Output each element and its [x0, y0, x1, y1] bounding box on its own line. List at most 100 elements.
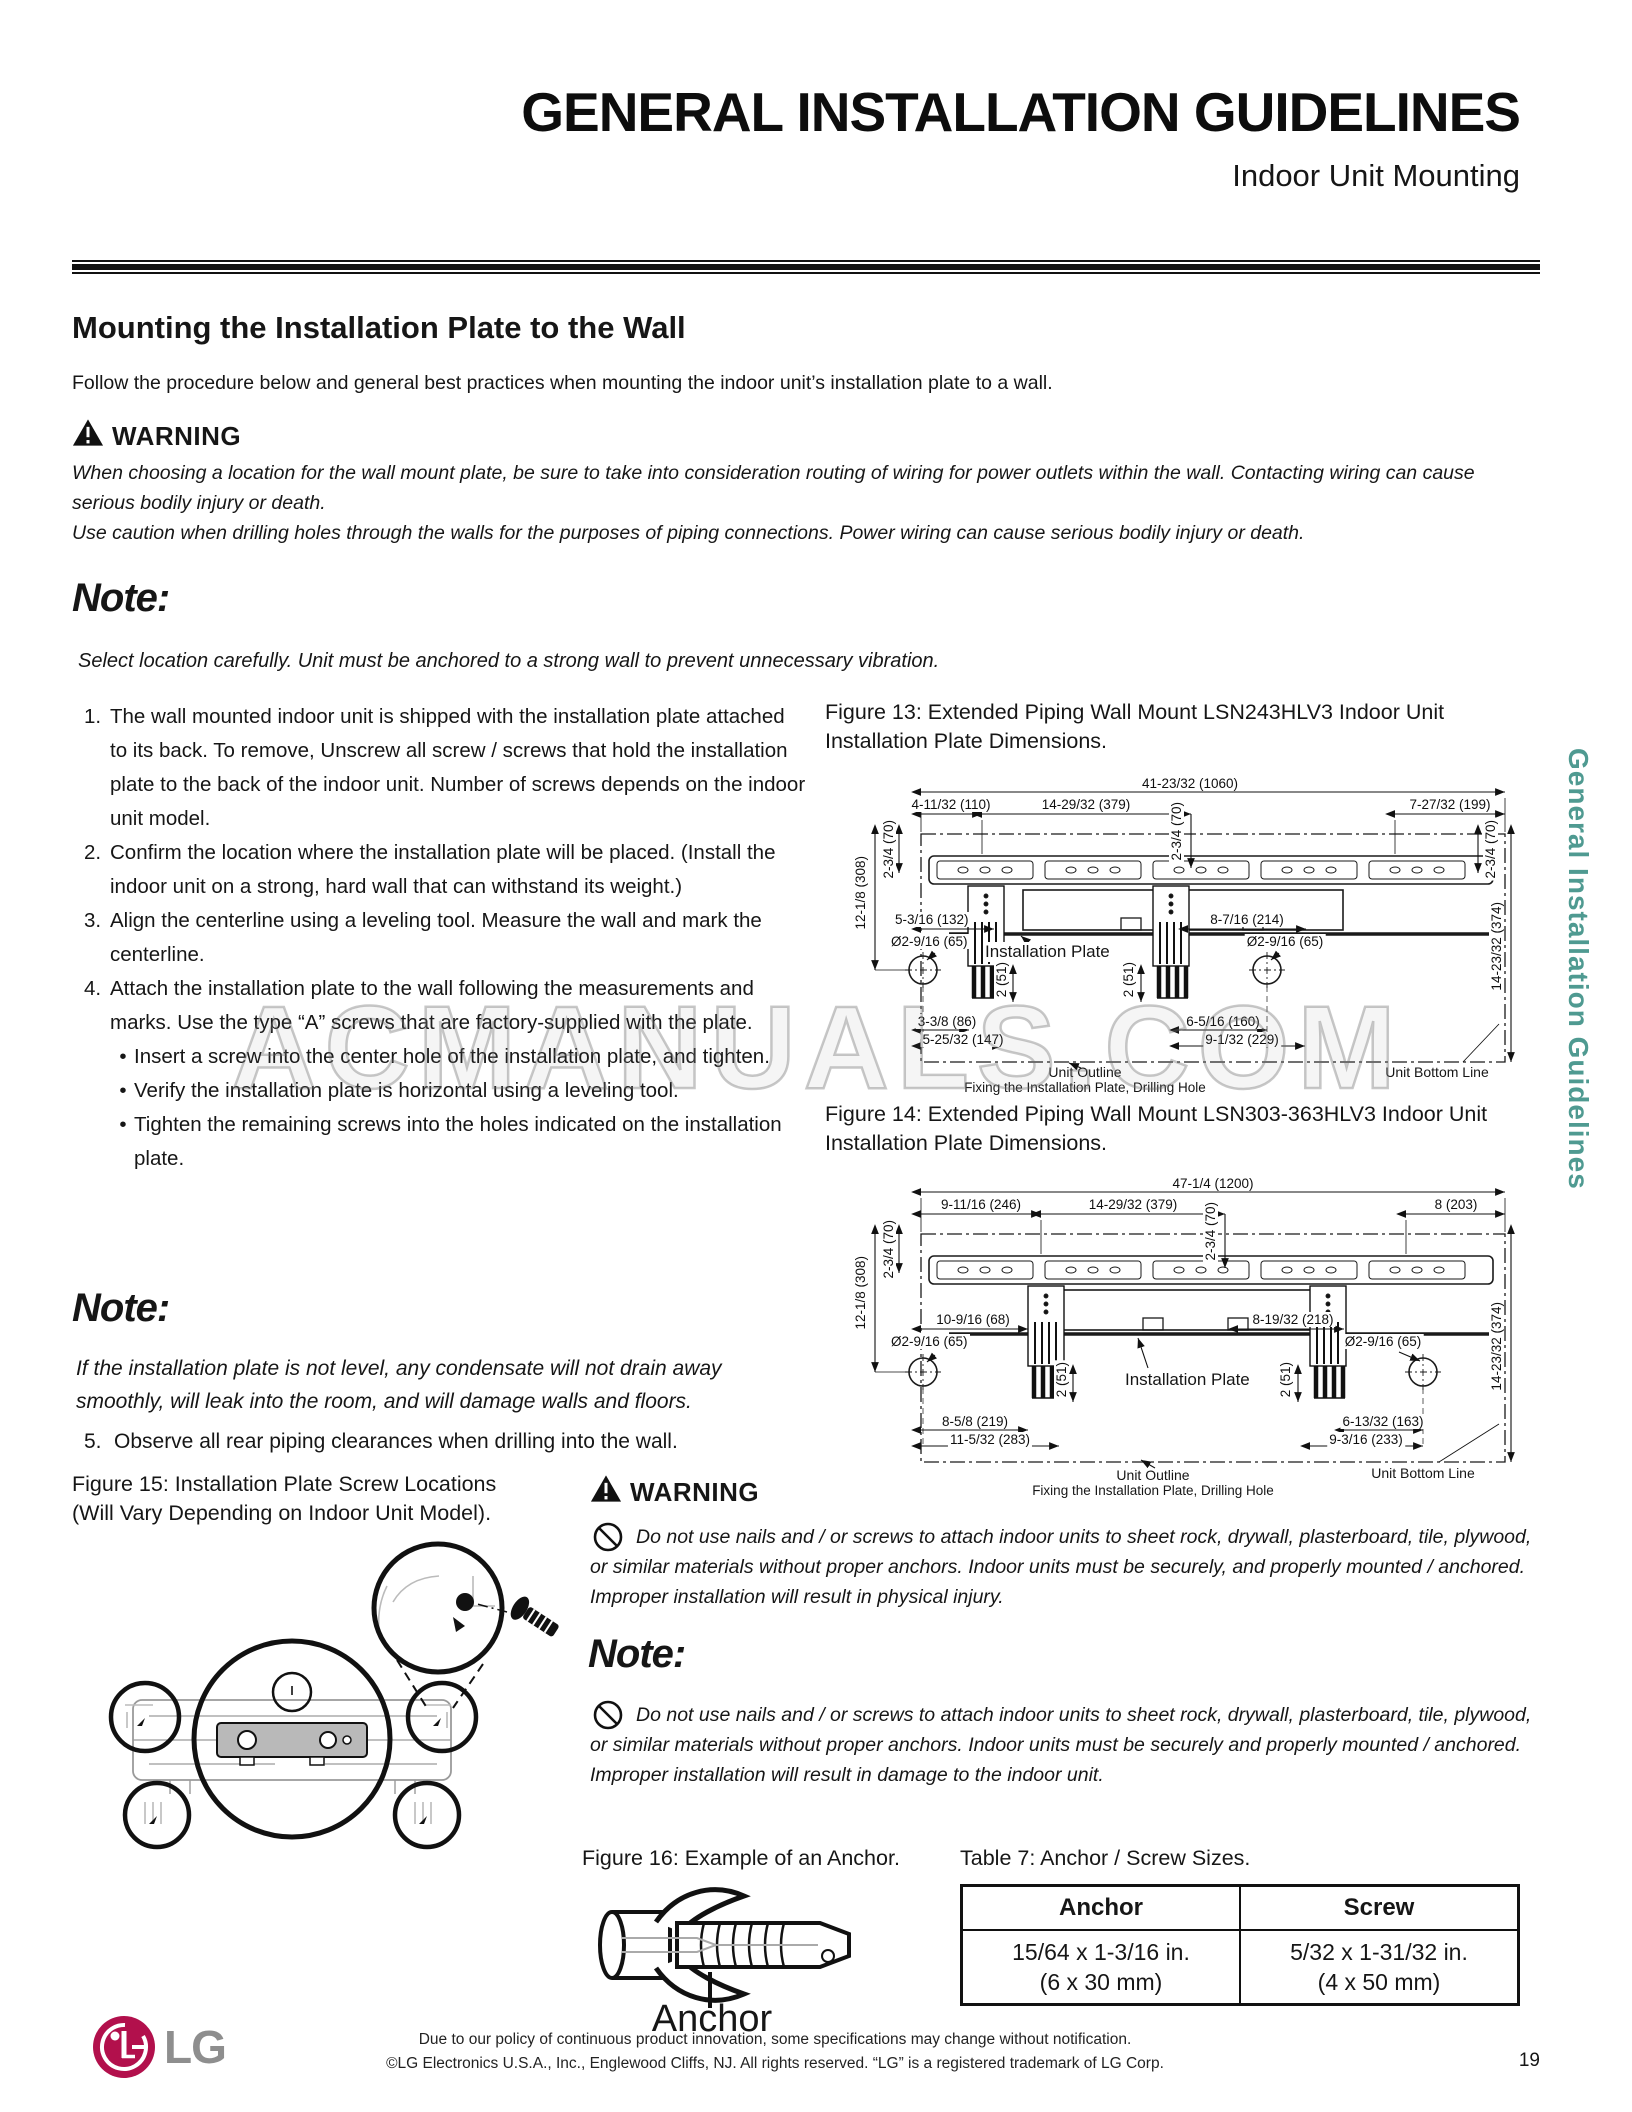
page-subtitle: Indoor Unit Mounting	[1232, 158, 1520, 193]
dim-label: 8-5/8 (219)	[939, 1414, 1011, 1429]
dim-label: 41-23/32 (1060)	[1139, 776, 1241, 791]
note-heading: Note:	[588, 1632, 686, 1676]
note-heading: Note:	[72, 576, 170, 620]
warning-triangle-icon	[590, 1474, 622, 1510]
cell-line: (4 x 50 mm)	[1317, 1969, 1441, 1995]
dim-label: 6-13/32 (163)	[1340, 1414, 1426, 1429]
item-text: Observe all rear piping clearances when …	[114, 1430, 678, 1453]
fixing-label: Fixing the Installation Plate, Drilling …	[964, 1080, 1206, 1095]
list-item: 1.The wall mounted indoor unit is shippe…	[84, 700, 806, 836]
anchor-label: Anchor	[651, 1998, 773, 2040]
item-text: Insert a screw into the center hole of t…	[134, 1045, 770, 1068]
item-text: Align the centerline using a leveling to…	[110, 909, 762, 966]
footer-line: Due to our policy of continuous product …	[418, 2031, 1132, 2048]
dim-label: 7-27/32 (199)	[1407, 797, 1493, 812]
plate-label: Installation Plate	[983, 942, 1112, 962]
figure16-diagram	[582, 1880, 882, 2010]
item-number: 2.	[84, 841, 102, 864]
warning-triangle-icon	[72, 418, 104, 454]
warning-text: Do not use nails and / or screws to atta…	[590, 1526, 1532, 1608]
unit-outline-label: Unit Outline	[1116, 1467, 1190, 1483]
warning-paragraph: When choosing a location for the wall mo…	[72, 462, 1475, 514]
warning-label: WARNING	[112, 420, 242, 451]
warning-text: When choosing a location for the wall mo…	[72, 458, 1524, 548]
footer-legal: Due to our policy of continuous product …	[300, 2028, 1250, 2076]
chapter-sidebar-label: General Installation Guidelines	[1563, 748, 1594, 1190]
caption-line: (Will Vary Depending on Indoor Unit Mode…	[72, 1501, 492, 1525]
unit-bottom-line-label: Unit Bottom Line	[1371, 1465, 1475, 1481]
note-text: If the installation plate is not level, …	[76, 1357, 722, 1413]
dim-label: 4-11/32 (110)	[909, 797, 993, 812]
dim-label: 14-23/32 (374)	[1489, 900, 1504, 993]
dim-label: 8-19/32 (218)	[1250, 1312, 1336, 1327]
section-intro: Follow the procedure below and general b…	[72, 372, 1053, 394]
page-number: 19	[1518, 2050, 1540, 2071]
dim-label: 2 (51)	[994, 960, 1009, 1000]
list-item-bullet: • Verify the installation plate is horizo…	[84, 1074, 806, 1108]
fixing-label: Fixing the Installation Plate, Drilling …	[1032, 1483, 1274, 1498]
warning-label: WARNING	[630, 1476, 760, 1507]
cell-line: 5/32 x 1-31/32 in.	[1290, 1939, 1468, 1965]
dim-label: 2-3/4 (70)	[881, 1218, 896, 1281]
lg-logo-icon	[93, 2016, 155, 2078]
dim-label: 5-25/32 (147)	[920, 1032, 1006, 1047]
dim-label: 3-3/8 (86)	[915, 1014, 979, 1029]
figure15-caption: Figure 15: Installation Plate Screw Loca…	[72, 1470, 592, 1528]
cell-line: 15/64 x 1-3/16 in.	[1012, 1939, 1190, 1965]
figure15-diagram	[75, 1540, 575, 1870]
dim-label: 5-3/16 (132)	[893, 912, 971, 927]
prohibition-icon	[592, 1699, 624, 1736]
warning-paragraph: Use caution when drilling holes through …	[72, 522, 1305, 544]
lg-logo: LG	[90, 2012, 227, 2082]
header-rule	[72, 260, 1540, 274]
dim-label: 47-1/4 (1200)	[1170, 1176, 1256, 1191]
dim-label: 14-23/32 (374)	[1489, 1300, 1504, 1393]
list-item: 5. Observe all rear piping clearances wh…	[84, 1430, 806, 1454]
plate-label: Installation Plate	[1123, 1370, 1252, 1390]
dim-label: 9-1/32 (229)	[1203, 1032, 1281, 1047]
list-item: 3.Align the centerline using a leveling …	[84, 904, 806, 972]
note-text: Select location carefully. Unit must be …	[78, 650, 940, 672]
note-text: Do not use nails and / or screws to atta…	[590, 1704, 1532, 1786]
dim-label: 9-11/16 (246)	[938, 1197, 1024, 1212]
dim-label: 9-3/16 (233)	[1327, 1432, 1405, 1447]
warning-heading: WARNING	[590, 1474, 759, 1510]
figure14-caption: Figure 14: Extended Piping Wall Mount LS…	[825, 1102, 1488, 1155]
table-header-screw: Screw	[1239, 1884, 1520, 1931]
list-item-bullet: • Insert a screw into the center hole of …	[84, 1040, 806, 1074]
note-heading: Note:	[72, 1286, 170, 1330]
screw-locations-illustration	[108, 1541, 559, 1850]
figure14-diagram: 47-1/4 (1200) 9-11/16 (246) 14-29/32 (37…	[823, 1162, 1523, 1498]
figure13-diagram: 41-23/32 (1060) 4-11/32 (110) 14-29/32 (…	[823, 762, 1523, 1097]
dim-label: 14-29/32 (379)	[1086, 1197, 1180, 1212]
dim-label: 2 (51)	[1054, 1360, 1069, 1400]
screw-size-cell: 5/32 x 1-31/32 in. (4 x 50 mm)	[1239, 1929, 1520, 2006]
item-number: 5.	[84, 1430, 102, 1453]
unit-bottom-line-label: Unit Bottom Line	[1385, 1064, 1489, 1080]
dim-label: 8 (203)	[1432, 1197, 1480, 1212]
page-title: GENERAL INSTALLATION GUIDELINES	[521, 81, 1521, 143]
dim-label: 2-3/4 (70)	[1169, 800, 1184, 863]
footer-line: ©LG Electronics U.S.A., Inc., Englewood …	[386, 2055, 1164, 2072]
dim-label: 10-9/16 (68)	[934, 1312, 1012, 1327]
item-number: 4.	[84, 977, 102, 1000]
lg-logo-text: LG	[164, 2021, 227, 2073]
section-title: Mounting the Installation Plate to the W…	[72, 310, 686, 345]
table-row: 15/64 x 1-3/16 in. (6 x 30 mm) 5/32 x 1-…	[960, 1929, 1520, 2006]
bullet-glyph: •	[119, 1045, 127, 1068]
dim-label: 2-3/4 (70)	[1203, 1200, 1218, 1263]
bullet-glyph: •	[119, 1079, 127, 1102]
list-item: 2.Confirm the location where the install…	[84, 836, 806, 904]
cell-line: (6 x 30 mm)	[1039, 1969, 1163, 1995]
list-item: 4.Attach the installation plate to the w…	[84, 972, 806, 1040]
dim-label: 8-7/16 (214)	[1208, 912, 1286, 927]
figure16-caption: Figure 16: Example of an Anchor.	[582, 1846, 900, 1870]
dim-label: 2 (51)	[1121, 960, 1136, 1000]
dim-label: Ø2-9/16 (65)	[889, 934, 970, 949]
table7-caption: Table 7: Anchor / Screw Sizes.	[960, 1846, 1251, 1870]
installation-plate-drawing	[871, 1188, 1515, 1469]
dim-label: 11-5/32 (283)	[947, 1432, 1033, 1447]
item-text: Verify the installation plate is horizon…	[134, 1079, 679, 1102]
dim-label: Ø2-9/16 (65)	[1342, 1334, 1424, 1349]
warning-heading: WARNING	[72, 418, 241, 454]
